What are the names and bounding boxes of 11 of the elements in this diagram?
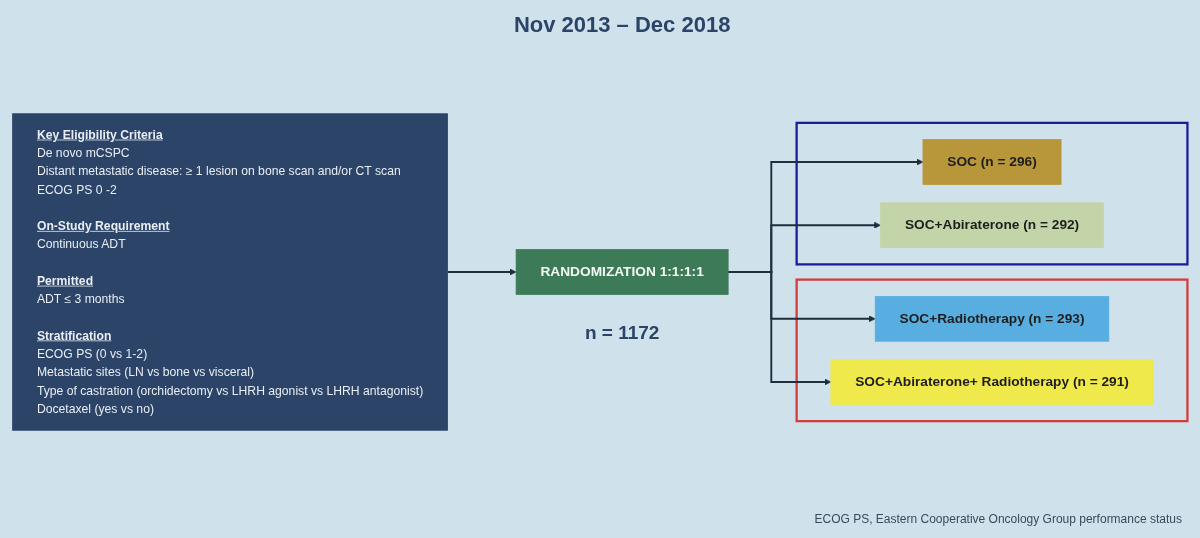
sample-size-label: n = 1172: [584, 322, 660, 345]
criteria-panel: Key Eligibility Criteria De novo mCSPC Distant metastatic disease: ≥ 1 lesion on bone scan and/or CT scan ECOG PS 0 -2 On-Study Requirement Continuous ADT Permitted ADT ≤ 3 months Stratification ECOG PS (0 vs 1-2) Metastatic sites (LN vs bone vs visceral) Type of castration (orchidectomy vs LHRH agonist vs LHRH antagonist) Docetaxel (yes vs no): [12, 113, 448, 431]
date-range-label: Nov 2013 – Dec 2018: [513, 12, 731, 38]
arrow: [446, 268, 517, 276]
footnote-text: ECOG PS, Eastern Cooperative Oncology Group performance status: [814, 512, 1182, 526]
randomization-box: RANDOMIZATION 1:1:1:1: [515, 249, 729, 295]
arm-box: SOC+Abiraterone+ Radiotherapy (n = 291): [830, 359, 1154, 405]
arm-box: SOC+Radiotherapy (n = 293): [874, 295, 1110, 342]
arrow: [727, 271, 832, 386]
arm-box: SOC (n = 296): [922, 139, 1062, 185]
arm-box: SOC+Abiraterone (n = 292): [880, 202, 1104, 249]
